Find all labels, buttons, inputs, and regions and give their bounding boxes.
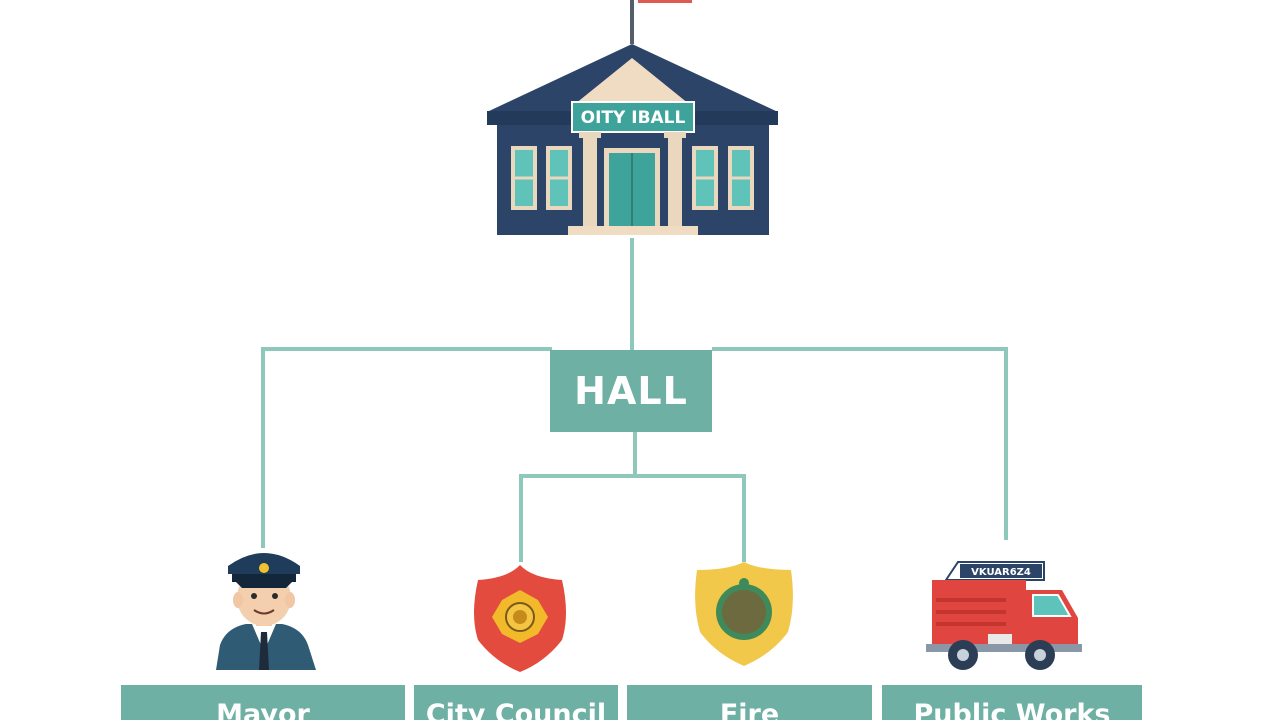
connector-hall-to-mayor <box>261 347 552 548</box>
truck-sign-text: VKUAR6Z4 <box>971 567 1031 578</box>
building-sign-plate <box>571 101 695 133</box>
dept-label-fire: Fire <box>627 685 872 720</box>
connector-to-city-council <box>519 474 635 562</box>
connector-to-fire <box>635 474 746 562</box>
city-hall-building-icon: OITY IBALL <box>487 0 778 235</box>
connector-hall-to-public-works <box>712 347 1008 540</box>
hall-box: HALL <box>550 350 712 432</box>
officer-icon <box>216 553 316 670</box>
gold-shield-badge-icon <box>695 562 793 666</box>
building-pediment <box>575 58 689 104</box>
red-shield-badge-icon <box>474 565 566 672</box>
flag <box>638 0 692 3</box>
building-columns <box>579 132 686 226</box>
building-windows <box>511 146 754 210</box>
building-steps <box>568 226 698 235</box>
building-sign-text: OITY IBALL <box>581 108 686 128</box>
dept-label-public-works: Public Works <box>882 685 1142 720</box>
dept-label-city-council: City Council <box>414 685 618 720</box>
hall-box-label: HALL <box>574 369 688 413</box>
fire-truck-icon: VKUAR6Z4 <box>926 561 1082 670</box>
connector-lines <box>261 238 1008 562</box>
dept-label-mayor: Mayor <box>121 685 405 720</box>
